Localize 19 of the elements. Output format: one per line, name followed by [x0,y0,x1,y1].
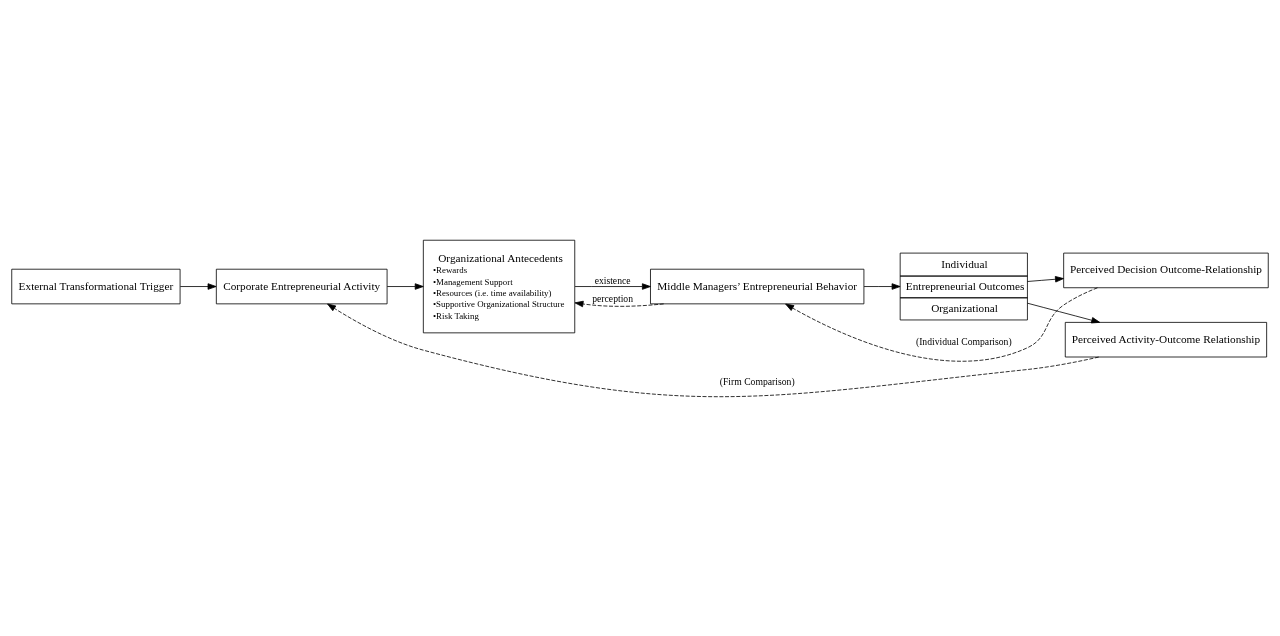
node-box: Middle Managers’ Entrepreneurial Behavior [650,268,865,304]
node-box: Corporate Entrepreneurial Activity [215,268,388,304]
arrow [327,303,1100,397]
edge-label: existence [594,274,631,286]
arrow [179,282,217,290]
node-box: Organizational Antecedents •Rewards •Management Support •Resources (i.e. time availability) •Supportive Organizational Structure •Risk Taking [422,239,576,333]
arrow [574,282,651,290]
edge-label: (Firm Comparison) [719,375,795,387]
arrow [1027,275,1064,282]
arrow [1027,302,1101,323]
node-box: Perceived Activity-Outcome Relationship [1064,321,1268,357]
node-box: External Transformational Trigger [11,268,181,304]
edge-label: perception [592,292,633,304]
arrow [574,300,665,307]
arrow [863,282,901,290]
node-box: Perceived Decision Outcome-Relationship [1063,252,1269,288]
edge-label: (Individual Comparison) [915,335,1012,347]
arrow [386,282,424,290]
arrow [785,286,1098,362]
